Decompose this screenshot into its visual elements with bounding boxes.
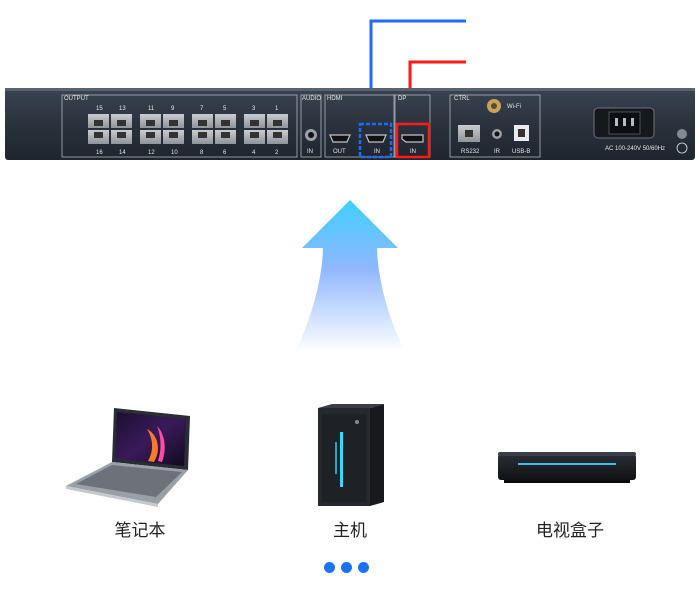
screw-icon (677, 129, 687, 139)
hdmi-in-label: IN (374, 149, 380, 155)
port-number-top: 11 (148, 106, 155, 112)
dp-in-port (401, 134, 424, 143)
port-number-bottom: 8 (200, 150, 204, 156)
device-label-laptop: 笔记本 (114, 521, 166, 541)
output-group (61, 94, 298, 158)
dp-title: DP (398, 96, 406, 102)
port-number-top: 13 (119, 106, 126, 112)
port-number-bottom: 2 (275, 150, 279, 156)
ir-label: IR (494, 149, 501, 155)
port-number-top: 5 (223, 106, 227, 112)
device-label-tv-box: 电视盒子 (536, 521, 604, 541)
usb-label: USB-B (512, 149, 530, 155)
port-number-top: 1 (275, 106, 279, 112)
dp-in-label: IN (410, 149, 416, 155)
port-number-bottom: 4 (252, 150, 256, 156)
laptop-icon (66, 408, 190, 507)
power-label: AC 100-240V 50/60Hz (605, 146, 665, 152)
rs232-label: RS232 (461, 149, 480, 155)
pagination-dot[interactable] (324, 562, 335, 573)
tv-box-icon (498, 452, 636, 483)
port-number-top: 9 (171, 106, 175, 112)
port-number-top: 3 (252, 106, 256, 112)
port-number-top: 15 (96, 106, 103, 112)
hdmi-in-highlight (358, 122, 393, 159)
audio-title: AUDIO (302, 96, 321, 102)
hdmi-group (324, 94, 396, 158)
hdmi-title: HDMI (327, 96, 343, 102)
hdmi-in-port (365, 134, 387, 143)
port-number-bottom: 6 (223, 150, 227, 156)
device-label-desktop: 主机 (333, 521, 367, 541)
hdmi-out-port (329, 134, 351, 143)
wifi-label: Wi-Fi (507, 104, 521, 110)
port-number-bottom: 12 (148, 150, 155, 156)
port-number-bottom: 10 (171, 150, 178, 156)
ground-icon (676, 142, 688, 154)
pagination-dot[interactable] (341, 562, 352, 573)
ctrl-group (449, 94, 541, 158)
audio-in-label: IN (307, 149, 313, 155)
port-number-top: 7 (200, 106, 204, 112)
dp-in-highlight (395, 122, 431, 159)
output-title: OUTPUT (64, 96, 89, 102)
port-number-bottom: 16 (96, 150, 103, 156)
ctrl-title: CTRL (454, 96, 470, 102)
port-number-bottom: 14 (119, 150, 126, 156)
audio-group (300, 94, 322, 158)
hdmi-out-label: OUT (333, 149, 346, 155)
upward-arrow-icon (295, 200, 405, 352)
pagination-dot[interactable] (358, 562, 369, 573)
desktop-tower-icon (318, 404, 384, 506)
